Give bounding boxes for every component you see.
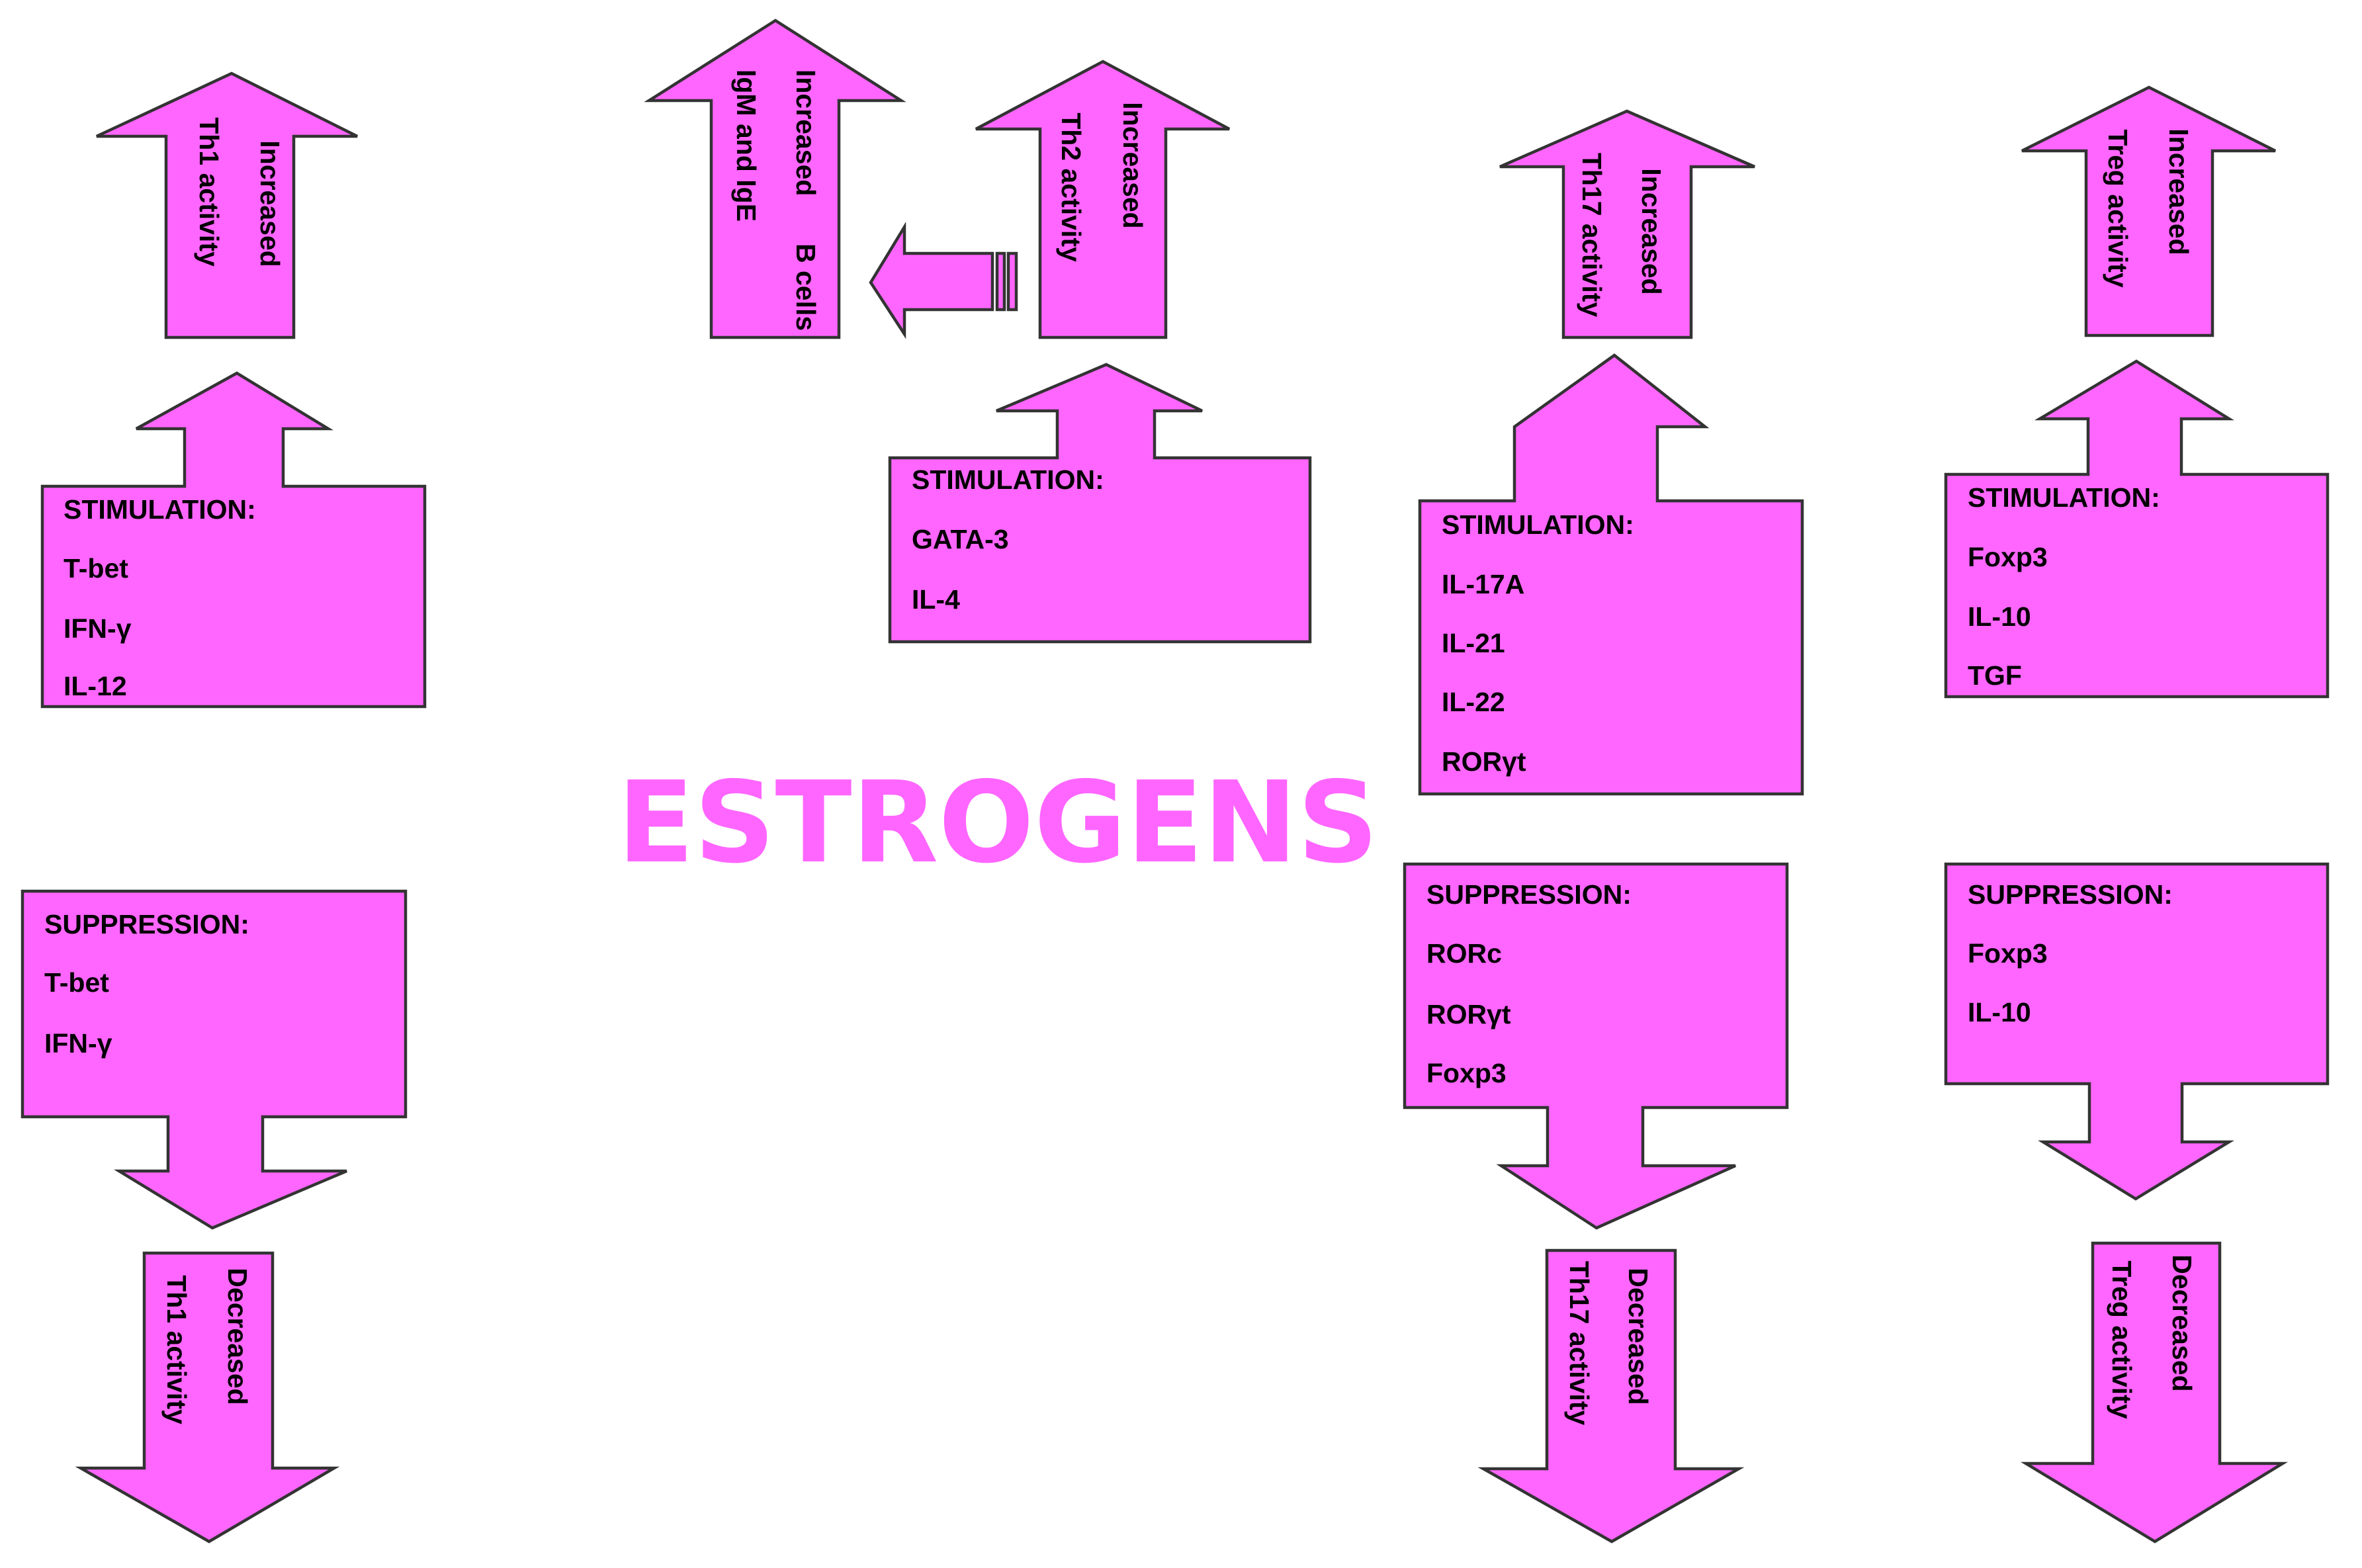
th17-decreased-arrow: Decreased Th17 activity [1477, 1248, 1745, 1544]
treg-decreased-arrow: Decreased Treg activity [2020, 1241, 2288, 1544]
th2-increased-line2: Th2 activity [1056, 112, 1086, 262]
treg-stimulation-box: STIMULATION: Foxp3 IL-10 TGF [1944, 359, 2330, 699]
th1-decreased-arrow: Decreased Th1 activity [75, 1251, 340, 1544]
th17-supp-item: RORγt [1426, 999, 1511, 1029]
th17-increased-line1: Increased [1636, 168, 1667, 294]
bcells-line1a: Increased [791, 69, 821, 196]
diagram-title: ESTROGENS [617, 758, 1378, 889]
treg-stim-item: IL-10 [1968, 601, 2031, 632]
treg-increased-line2: Treg activity [2103, 129, 2133, 287]
th17-stim-item: IL-22 [1442, 687, 1505, 717]
th17-decreased-line1: Decreased [1623, 1268, 1653, 1405]
treg-increased-arrow: Increased Treg activity [2021, 85, 2277, 337]
th2-stimulation-box: STIMULATION: GATA-3 IL-4 [888, 363, 1312, 644]
th17-increased-arrow: Increased Th17 activity [1499, 109, 1755, 339]
th1-decreased-line2: Th1 activity [161, 1275, 192, 1424]
th2-to-bcells-arrow [869, 221, 1018, 339]
th17-stim-item: IL-17A [1442, 569, 1524, 599]
th1-supp-item: IFN-γ [44, 1028, 112, 1059]
th17-stim-item: RORγt [1442, 746, 1526, 777]
th1-stimulation-box: STIMULATION: T-bet IFN-γ IL-12 [40, 371, 427, 709]
treg-stimulation-heading: STIMULATION: [1968, 482, 2160, 513]
treg-supp-item: Foxp3 [1968, 938, 2048, 969]
th1-increased-line1: Increased [255, 140, 285, 267]
th1-supp-item: T-bet [44, 967, 109, 998]
th17-suppression-box: SUPPRESSION: RORc RORγt Foxp3 [1403, 862, 1789, 1230]
th2-stimulation-heading: STIMULATION: [912, 464, 1104, 495]
th1-increased-arrow: Increased Th1 activity [96, 71, 359, 339]
treg-suppression-heading: SUPPRESSION: [1968, 879, 2173, 910]
th2-stim-item: GATA-3 [912, 524, 1009, 554]
th17-suppression-heading: SUPPRESSION: [1426, 879, 1632, 910]
th1-suppression-box: SUPPRESSION: T-bet IFN-γ [21, 889, 408, 1230]
treg-stim-item: TGF [1968, 660, 2022, 691]
th1-stimulation-heading: STIMULATION: [64, 494, 256, 525]
treg-decreased-line1: Decreased [2167, 1254, 2197, 1391]
treg-decreased-line2: Treg activity [2107, 1260, 2137, 1418]
th17-increased-line2: Th17 activity [1577, 153, 1607, 318]
th1-stim-item: IL-12 [64, 671, 127, 701]
th17-stim-item: IL-21 [1442, 628, 1505, 658]
th1-increased-line2: Th1 activity [194, 117, 224, 267]
th1-stim-item: IFN-γ [64, 613, 132, 644]
th2-increased-line1: Increased [1117, 102, 1148, 228]
th1-decreased-line1: Decreased [222, 1268, 253, 1405]
bcells-line2: IgM and IgE [731, 69, 762, 222]
th17-supp-item: RORc [1426, 938, 1502, 969]
bcells-line1b: B cells [791, 243, 821, 331]
th17-stimulation-heading: STIMULATION: [1442, 509, 1634, 540]
treg-supp-item: IL-10 [1968, 997, 2031, 1027]
th1-stim-item: T-bet [64, 553, 128, 584]
treg-increased-line1: Increased [2164, 128, 2194, 255]
th17-supp-item: Foxp3 [1426, 1058, 1507, 1088]
treg-stim-item: Foxp3 [1968, 542, 2048, 572]
th1-suppression-heading: SUPPRESSION: [44, 909, 249, 939]
bcells-increased-arrow: Increased B cells IgM and IgE [644, 19, 906, 339]
th17-stimulation-box: STIMULATION: IL-17A IL-21 IL-22 RORγt [1418, 353, 1804, 796]
treg-suppression-box: SUPPRESSION: Foxp3 IL-10 [1944, 862, 2330, 1201]
th17-decreased-line2: Th17 activity [1564, 1261, 1595, 1426]
th2-stim-item: IL-4 [912, 584, 960, 615]
th2-increased-arrow: Increased Th2 activity [975, 60, 1231, 339]
